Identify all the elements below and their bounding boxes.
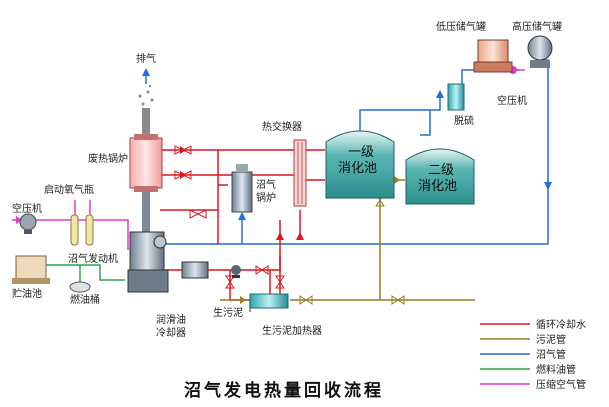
label-biogas-boiler-2: 锅炉: [256, 192, 276, 204]
gas-engine: [127, 231, 169, 293]
heat-exchanger: [293, 139, 307, 207]
digester-secondary: [405, 148, 475, 205]
legend: 循环冷却水 污泥管 沼气管 燃料油管 压缩空气管: [480, 318, 586, 391]
exhaust-puff-icon: [138, 84, 154, 106]
label-biogas-boiler-1: 沼气: [256, 178, 276, 191]
label-oil-tank: 贮油池: [12, 287, 42, 300]
label-air-compressor-left: 空压机: [12, 202, 42, 215]
lube-oil-cooler: [181, 261, 209, 279]
label-heat-exchanger: 热交换器: [262, 120, 302, 133]
sludge-arrows: [240, 176, 400, 304]
exhaust-stack: [142, 108, 150, 138]
fuel-barrel: [69, 281, 91, 293]
label-fuel-barrel: 燃油桶: [70, 293, 100, 306]
oil-tank: [12, 255, 50, 284]
label-low-pressure-tank: 低压储气罐: [436, 20, 486, 33]
label-high-pressure-tank: 高压储气罐: [512, 20, 562, 33]
label-digester1-line1: 一级: [348, 145, 374, 160]
waste-heat-boiler: [129, 134, 163, 232]
label-desulfurization: 脱硫: [454, 114, 474, 127]
sludge-valves: [299, 193, 405, 305]
label-gas-engine: 沼气发动机: [68, 252, 118, 265]
label-air-compressor-right: 空压机: [497, 94, 527, 107]
air-inlet-arrow: [16, 216, 22, 224]
label-sludge-heater: 生污泥加热器: [262, 324, 322, 337]
desulfurization-unit: [447, 83, 465, 111]
biogas-boiler: [231, 164, 253, 213]
label-waste-heat-boiler: 废热锅炉: [88, 152, 128, 165]
high-pressure-gas-tank: [527, 35, 553, 68]
label-lube-cooler-2: 冷却器: [156, 326, 186, 339]
diagram-title: 沼气发电热量回收流程: [184, 380, 384, 401]
label-digester2-line2: 消化池: [418, 179, 457, 194]
digester-primary: [325, 130, 395, 199]
label-start-oxygen: 启动氧气瓶: [44, 183, 94, 196]
legend-label-air: 压缩空气管: [536, 378, 586, 391]
fuel-pipes: [46, 264, 125, 285]
sludge-heater: [249, 293, 289, 309]
pump-icon: [231, 265, 241, 278]
left-air-compressor-icon: [19, 213, 37, 234]
legend-label-biogas: 沼气管: [536, 348, 566, 361]
label-lube-cooler-1: 润滑油: [156, 313, 186, 326]
low-pressure-gas-tank: [473, 39, 513, 73]
label-exhaust: 排气: [136, 52, 156, 65]
label-raw-sludge: 生污泥: [213, 306, 243, 319]
legend-label-fuel: 燃料油管: [536, 363, 576, 376]
label-digester1-line2: 消化池: [338, 161, 377, 176]
legend-label-sludge: 污泥管: [536, 333, 566, 346]
label-digester2-line1: 二级: [428, 163, 454, 178]
exhaust-arrow-icon: [142, 68, 150, 76]
legend-label-circulating-water: 循环冷却水: [536, 318, 586, 331]
oxygen-bottles: [70, 214, 94, 246]
